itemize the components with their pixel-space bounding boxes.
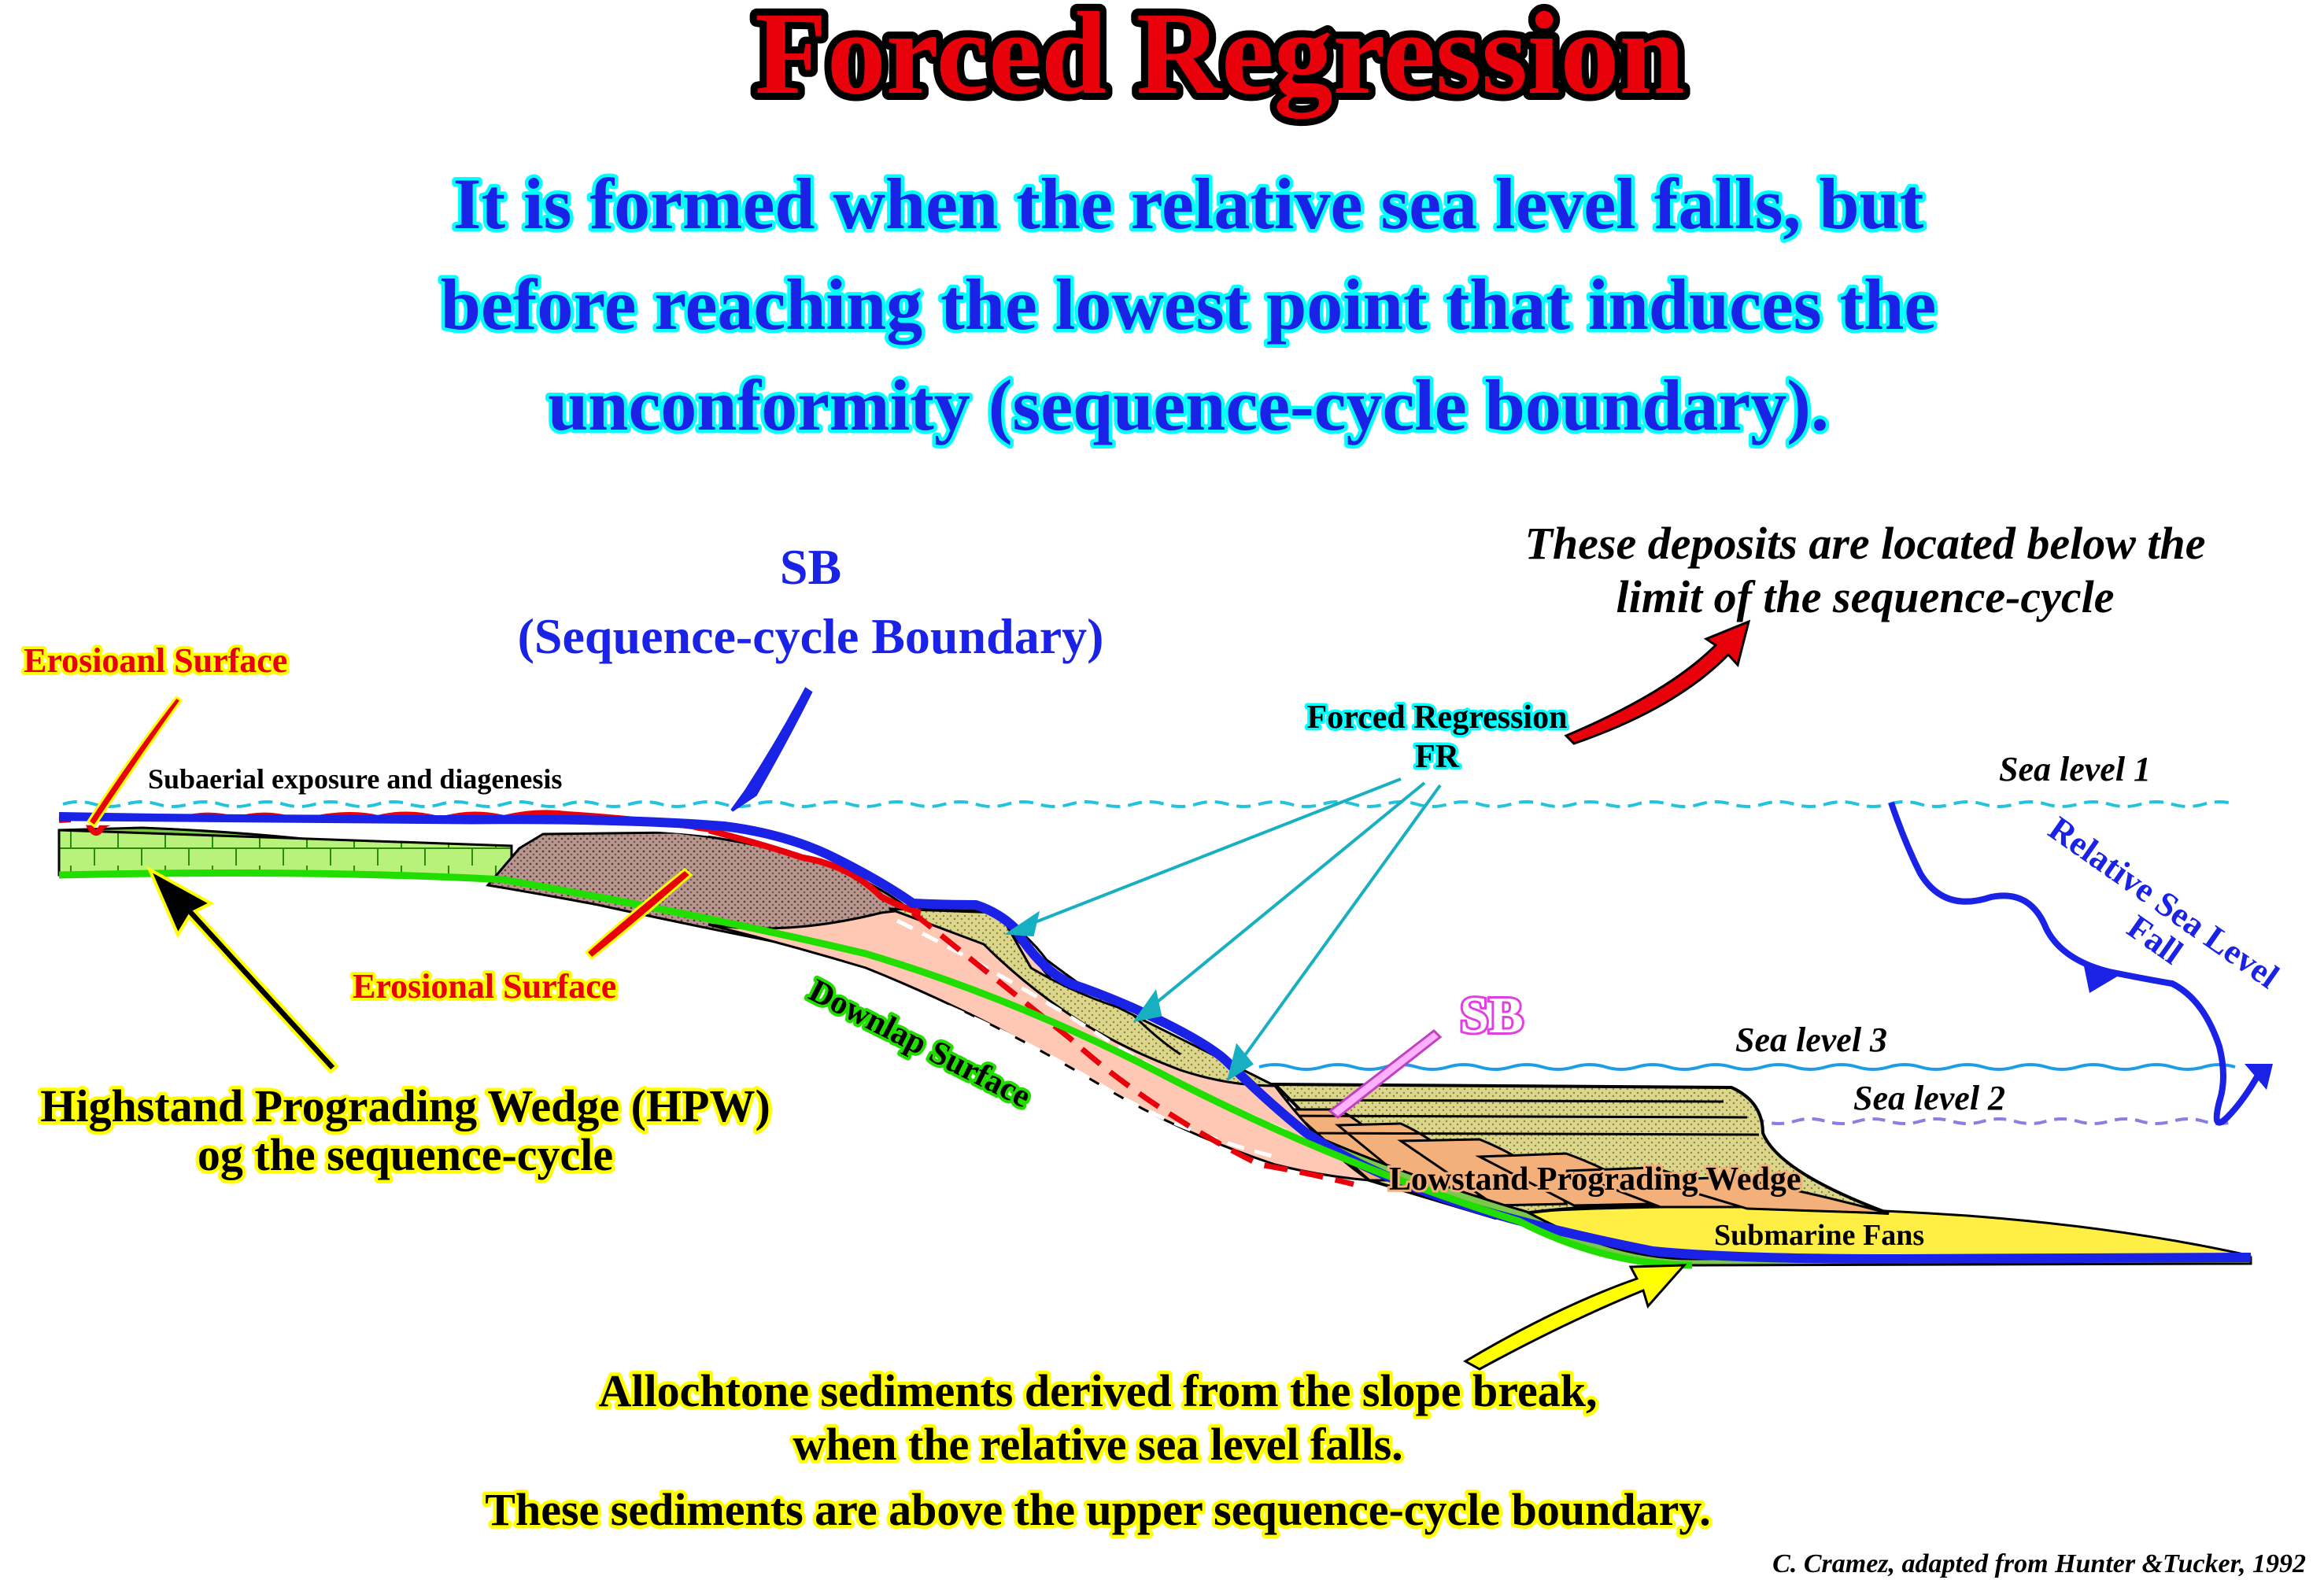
forced-regression-topsets: [889, 907, 1276, 1087]
submarine-fans-label: Submarine Fans: [1714, 1219, 1924, 1252]
fr-pointer-arrows: [1003, 777, 1442, 1082]
subtitle-line-3: unconformity (sequence-cycle boundary).: [548, 365, 1829, 445]
allochtone-line-1: Allochtone sediments derived from the sl…: [599, 1365, 1598, 1416]
lowstand-wedge-label: Lowstand Prograding Wedge: [1389, 1161, 1801, 1198]
sb-small-pointer: [1328, 1029, 1443, 1119]
erosional-bottom-pointer: [584, 868, 693, 961]
sea-level-3-line: [1258, 1063, 2236, 1071]
erosional-surface-top-label: Erosioanl Surface: [24, 641, 287, 680]
deposits-note-line-2: limit of the sequence-cycle: [1616, 571, 2115, 622]
relative-sea-level-fall-curve: [1888, 801, 2262, 1126]
allochtone-line-3: These sediments are above the upper sequ…: [485, 1484, 1710, 1535]
subtitle-line-1: It is formed when the relative sea level…: [453, 164, 1924, 244]
credit-text: C. Cramez, adapted from Hunter &Tucker, …: [1772, 1549, 2306, 1578]
fall-arrow-end-icon: [2245, 1064, 2273, 1090]
hpw-pointer-arrow: [146, 866, 339, 1074]
hpw-label-line-2: og the sequence-cycle: [198, 1129, 613, 1180]
sea-level-3-label: Sea level 3: [1735, 1021, 1887, 1059]
page-title: Forced Regression: [755, 0, 1685, 119]
sea-level-1-line: [62, 800, 2236, 808]
fr-label: FR: [1415, 739, 1460, 775]
erosional-surface-bottom-label: Erosional Surface: [353, 967, 616, 1006]
forced-regression-label: Forced Regression: [1307, 700, 1568, 736]
erosional-top-pointer: [86, 695, 183, 829]
sb-small-label: SB: [1460, 987, 1524, 1044]
forced-regression-deposits: [708, 907, 1370, 1182]
subtitle-line-2: before reaching the lowest point that in…: [441, 264, 1936, 345]
hpw-label-line-1: Highstand Prograding Wedge (HPW): [40, 1080, 770, 1131]
subaerial-exposure-label: Subaerial exposure and diagenesis: [148, 763, 562, 795]
sea-level-2-label: Sea level 2: [1853, 1079, 2005, 1117]
deposits-swoosh-arrow: [1564, 619, 1751, 745]
white-surface-line: [70, 821, 709, 836]
sb-label: SB: [780, 539, 841, 595]
allochtone-line-2: when the relative sea level falls.: [793, 1419, 1402, 1470]
lowstand-clinoforms: [1288, 1108, 1890, 1215]
downlap-surface-line: [58, 869, 1693, 1269]
deposits-note-line-1: These deposits are located below the: [1524, 518, 2205, 569]
sea-level-1-label: Sea level 1: [1999, 750, 2151, 788]
sb-pointer-arrow: [730, 687, 813, 812]
sea-level-2-line: [1731, 1117, 2236, 1125]
fall-arrow-mid-icon: [2084, 966, 2119, 993]
sb-description: (Sequence-cycle Boundary): [518, 608, 1104, 664]
allochtone-pointer-arrow: [1462, 1264, 1687, 1371]
